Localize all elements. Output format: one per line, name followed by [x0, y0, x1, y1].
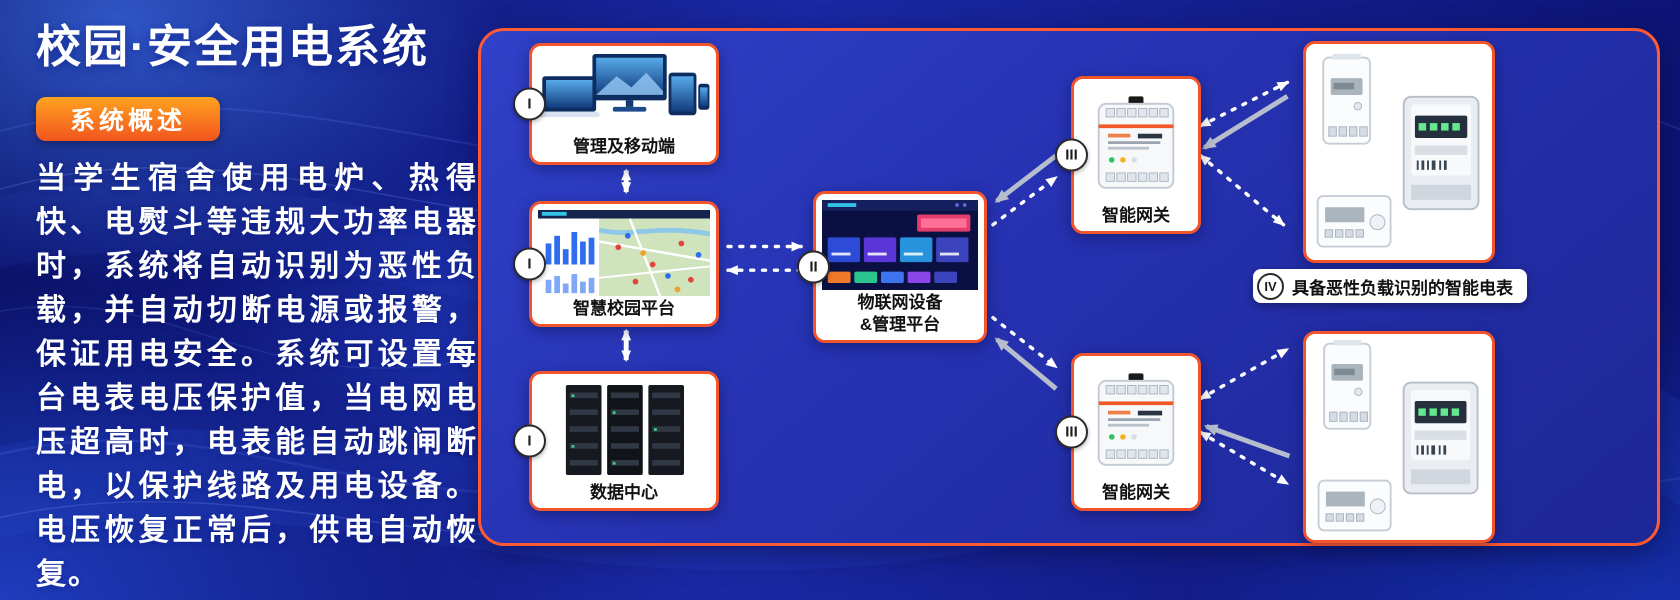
node-iot-platform-label: 物联网设备 &管理平台	[858, 290, 943, 336]
smart-meter-illustration	[1317, 340, 1479, 532]
node-campus-platform-label: 智慧校园平台	[573, 298, 675, 318]
node-iot-platform: 物联网设备 &管理平台 II	[797, 191, 987, 343]
node-gateway-top: 智能网关 III	[1055, 76, 1201, 234]
iot-dashboard-illustration	[822, 200, 978, 290]
server-rack-illustration	[565, 384, 684, 475]
overview-text: 当学生宿舍使用电炉、热得快、电熨斗等违规大功率电器时，系统将自动识别为恶性负载，…	[36, 162, 478, 591]
node-gateway-bottom: 智能网关 III	[1055, 353, 1201, 511]
node-data-center-label: 数据中心	[590, 482, 658, 502]
node-gateway-bottom-numeral: III	[1055, 415, 1088, 449]
numeral-text: I	[527, 432, 532, 450]
numeral-text: IV	[1264, 278, 1277, 294]
page-title: 校园·安全用电系统	[36, 21, 429, 72]
overview-badge: 系统概述	[36, 97, 221, 141]
node-smart-meters-bottom	[1303, 331, 1495, 543]
devices-image	[538, 52, 710, 134]
server-racks-image	[538, 380, 710, 480]
numeral-text: III	[1065, 146, 1078, 164]
campus-dashboard-illustration	[538, 210, 710, 296]
gateway-device-image	[1080, 85, 1192, 203]
node-data-center-numeral: I	[513, 424, 546, 458]
numeral-text: I	[527, 255, 532, 273]
node-management-label: 管理及移动端	[573, 136, 675, 156]
smart-meters-image	[1312, 340, 1486, 536]
gateway-illustration	[1097, 373, 1175, 466]
dashboard-image	[538, 210, 710, 296]
gateway-device-image	[1080, 362, 1192, 480]
intro-panel: 校园·安全用电系统 系统概述 当学生宿舍使用电炉、热得快、电熨斗等违规大功率电器…	[36, 10, 478, 597]
node-gateway-bottom-label: 智能网关	[1102, 482, 1170, 502]
smart-meter-illustration	[1316, 53, 1480, 248]
node-campus-platform: 智慧校园平台 I	[513, 201, 719, 327]
multi-device-illustration	[538, 53, 710, 118]
smart-meters-image	[1312, 50, 1486, 256]
node-gateway-top-label: 智能网关	[1102, 205, 1170, 225]
smart-meter-tag-label: 具备恶性负载识别的智能电表	[1292, 278, 1513, 298]
node-management-terminal: 管理及移动端 I	[513, 43, 719, 165]
node-smart-meters-top	[1303, 41, 1495, 263]
numeral-text: III	[1065, 423, 1078, 441]
gateway-illustration	[1097, 96, 1175, 189]
iot-label-line1: 物联网设备	[857, 292, 943, 312]
node-campus-platform-numeral: I	[513, 247, 546, 281]
diagram-panel: 管理及移动端 I	[478, 28, 1660, 546]
iot-platform-image	[822, 200, 978, 290]
smart-meter-numeral: IV	[1257, 272, 1284, 300]
node-management-numeral: I	[513, 87, 546, 121]
smart-meter-tag: IV 具备恶性负载识别的智能电表	[1253, 269, 1527, 303]
numeral-text: I	[527, 95, 532, 113]
iot-label-line2: &管理平台	[859, 314, 941, 334]
node-iot-platform-numeral: II	[797, 250, 830, 284]
numeral-text: II	[809, 258, 818, 276]
node-data-center: 数据中心 I	[513, 371, 719, 511]
node-gateway-top-numeral: III	[1055, 138, 1088, 172]
